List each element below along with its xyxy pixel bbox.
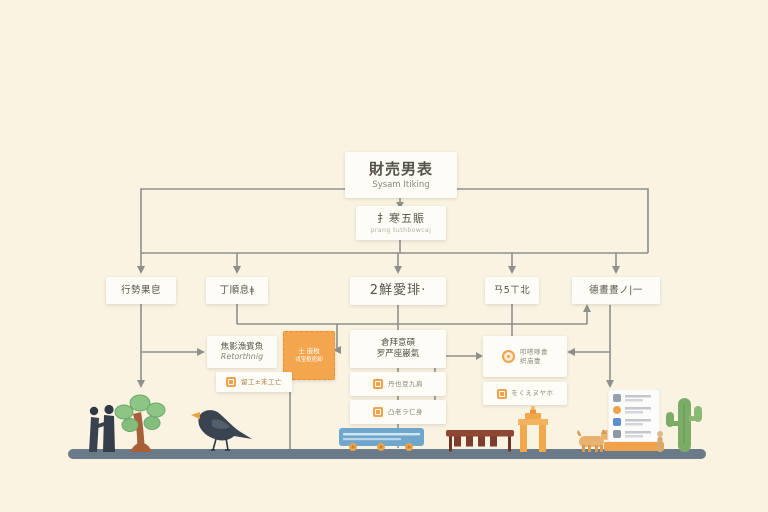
level1-node-4: ㄢ5ㄒ北 (485, 277, 539, 304)
document-icon (226, 377, 237, 387)
ground-bar (68, 449, 706, 459)
center-item-node-2: 凸老ラ仁身 (350, 400, 446, 424)
secondary-subtitle: prang tuthbowcaj (370, 226, 432, 234)
checklist-icon (373, 379, 383, 389)
orange-monument (518, 406, 548, 452)
dog (577, 429, 611, 452)
level1-node-4-label: ㄢ5ㄒ北 (493, 284, 531, 296)
center-summary-line1: 倉拜意碩 (380, 338, 415, 349)
level1-node-1-label: 行勢果皀 (120, 284, 161, 296)
center-item-1-label: 丹也豆九肩 (388, 379, 423, 388)
right-summary-line2: 织庙壹 (520, 356, 541, 365)
target-icon (502, 350, 515, 363)
right-summary-node: 叩嗒嚀畣 织庙壹 (483, 336, 567, 377)
level1-node-2-label: 丁順息ǂ (219, 284, 255, 296)
secondary-node: 扌寒五賑 prang tuthbowcaj (356, 206, 446, 240)
root-node: 財売男表 Sysam Itiking (345, 152, 457, 198)
level1-node-5: 德畫晝ノ|一 (572, 277, 660, 304)
center-item-node-1: 丹也豆九肩 (350, 372, 446, 396)
highlight-line1: 士 嵌枚 (298, 347, 320, 355)
retort-subtitle: Retorthnig (220, 352, 264, 362)
highlight-line2: 戎宝枢密卸 (295, 357, 323, 364)
document-icon (496, 388, 507, 399)
bench (446, 430, 514, 452)
center-summary-line2: 罗严座巌氣 (376, 349, 420, 359)
two-people-talking (89, 404, 115, 452)
secondary-title: 扌寒五賑 (377, 211, 425, 225)
level1-node-3: 2鮮愛琲· (350, 277, 446, 305)
right-item-node: をくえヌヤホ (483, 382, 567, 405)
highlight-node: 士 嵌枚 戎宝枢密卸 (283, 331, 335, 380)
level1-node-3-label: 2鮮愛琲· (369, 282, 427, 298)
root-subtitle: Sysam Itiking (372, 179, 430, 190)
retort-node: 焦影漁賓魚 Retorthnig (207, 336, 277, 368)
checklist-icon (373, 407, 383, 417)
right-summary-line1: 叩嗒嚀畣 (520, 348, 548, 357)
crow (191, 410, 252, 451)
tree (114, 394, 166, 452)
level1-node-5-label: 德畫晝ノ|一 (589, 284, 643, 296)
root-title: 財売男表 (368, 159, 433, 178)
center-item-2-label: 凸老ラ仁身 (388, 407, 423, 416)
tag-node: 留工±末工亡 (216, 372, 292, 392)
level1-node-2: 丁順息ǂ (206, 277, 268, 304)
level1-node-1: 行勢果皀 (106, 277, 176, 304)
cactus (657, 398, 702, 452)
retort-title: 焦影漁賓魚 (220, 341, 264, 352)
info-kiosk (604, 389, 664, 451)
tag-label: 留工±末工亡 (241, 377, 282, 386)
right-item-label: をくえヌヤホ (511, 389, 554, 398)
blue-bus (339, 428, 424, 451)
center-summary-node: 倉拜意碩 罗严座巌氣 (350, 330, 446, 368)
